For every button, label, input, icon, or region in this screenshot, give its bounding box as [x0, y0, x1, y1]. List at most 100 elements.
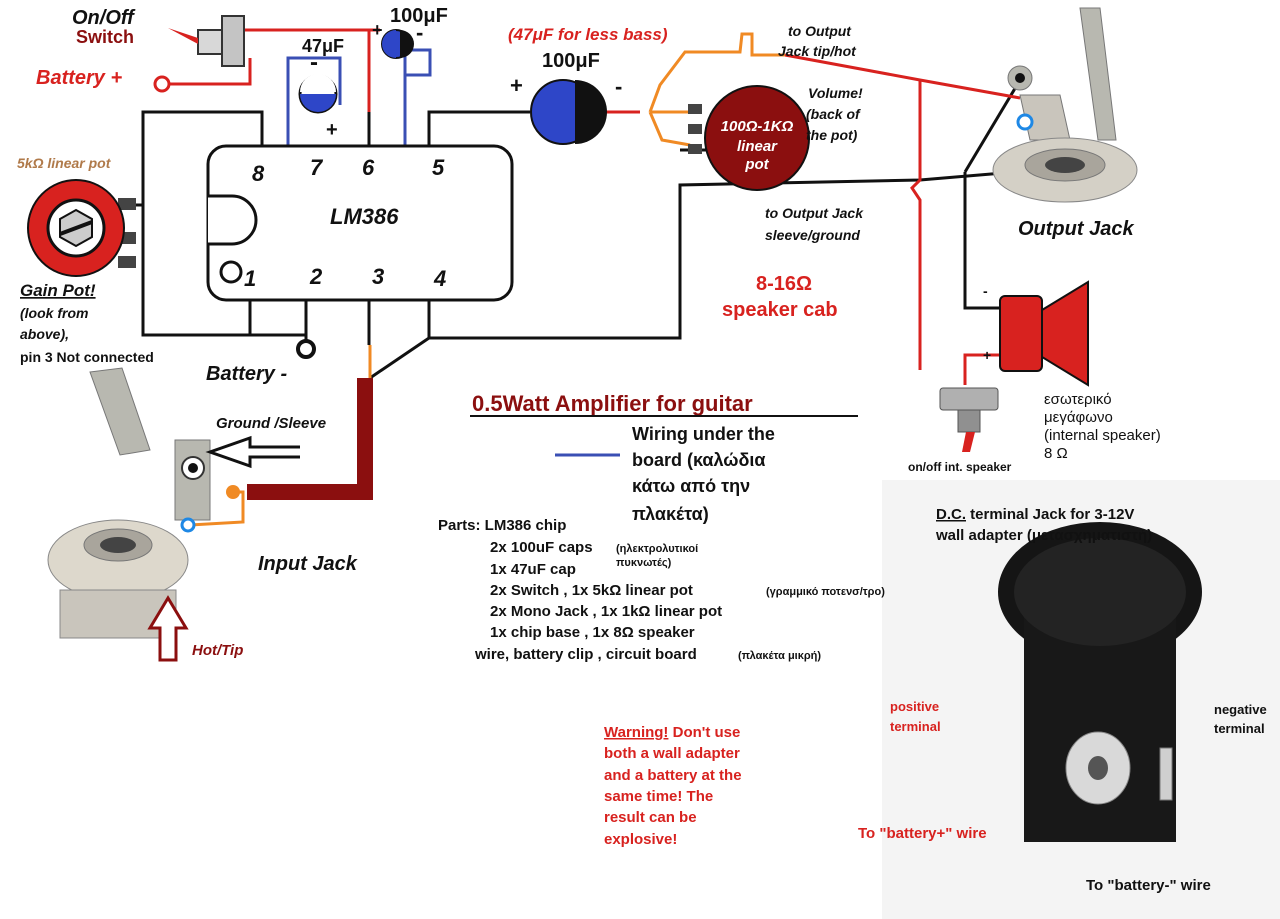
- power-switch: [153, 15, 245, 93]
- parts-line-2c: πυκνωτές): [616, 557, 672, 569]
- gain-pot-value: 5kΩ linear pot: [17, 155, 112, 171]
- warning-line-3: and a battery at the: [604, 767, 742, 784]
- switch-label-line1: On/Off: [72, 7, 136, 29]
- cap-out-minus: -: [615, 74, 622, 99]
- ground-sleeve-label: Ground /Sleeve: [216, 415, 326, 432]
- volume-note-2: (back of: [806, 106, 861, 122]
- output-sleeve-label-1: to Output Jack: [765, 205, 864, 221]
- positive-terminal-line1: positive: [890, 699, 939, 714]
- legend-line-1: Wiring under the: [632, 424, 775, 444]
- warning-line-1b: Don't use: [668, 724, 740, 741]
- cap-out-plus: +: [510, 73, 523, 98]
- internal-speaker-line2: μεγάφωνο: [1044, 409, 1113, 426]
- parts-line-4: 2x Switch , 1x 5kΩ linear pot: [490, 582, 693, 599]
- cap-top-label: 100μF: [390, 5, 448, 27]
- warning-line-4: same time! The: [604, 788, 713, 805]
- legend-line-3: κάτω από την: [632, 476, 750, 496]
- cap-top-minus: -: [416, 20, 423, 45]
- internal-speaker-line1: εσωτερικό: [1044, 391, 1112, 408]
- legend-line-4: πλακέτα): [632, 504, 709, 524]
- dc-jack-photo: [882, 480, 1280, 919]
- switch-label-line2: Switch: [76, 27, 134, 47]
- warning-line-1: Warning! Don't use: [604, 724, 740, 741]
- speaker-switch: [939, 387, 999, 452]
- lm386-chip: LM386 8 7 6 5 1 2 3 4: [206, 144, 514, 302]
- chip-name: LM386: [330, 204, 399, 229]
- pin-6: 6: [362, 155, 375, 180]
- input-ground-wire: [247, 378, 373, 500]
- speaker-switch-label: on/off int. speaker: [908, 460, 1012, 474]
- internal-speaker-line3: (internal speaker): [1044, 427, 1161, 444]
- positive-terminal-line2: terminal: [890, 719, 941, 734]
- volume-pot-line2: linear: [737, 138, 778, 155]
- output-sleeve-label-2: sleeve/ground: [765, 227, 860, 243]
- internal-speaker-line4: 8 Ω: [1044, 445, 1068, 462]
- dc-jack-title-line1: D.C. terminal Jack for 3-12V: [936, 506, 1134, 523]
- warning-heading: Warning!: [604, 724, 668, 741]
- parts-line-2: 2x 100uF caps: [490, 539, 593, 556]
- hot-tip-arrow: [147, 595, 189, 662]
- warning-line-2: both a wall adapter: [604, 745, 740, 762]
- output-jack-label: Output Jack: [1018, 218, 1134, 240]
- speaker-cab-ohms: 8-16Ω: [756, 273, 812, 295]
- battery-minus-label: Battery -: [206, 363, 287, 385]
- cap-out-alt-label: (47μF for less bass): [508, 25, 668, 44]
- output-jack: [992, 7, 1138, 203]
- to-battery-minus-label: To "battery-" wire: [1086, 877, 1211, 894]
- cap-out-label: 100μF: [542, 50, 600, 72]
- volume-pot-line3: pot: [744, 156, 769, 173]
- parts-line-7: wire, battery clip , circuit board: [474, 646, 697, 663]
- gain-pot-note-1: (look from: [20, 305, 88, 321]
- parts-line-5: 2x Mono Jack , 1x 1kΩ linear pot: [490, 603, 722, 620]
- output-tip-label-1: to Output: [788, 23, 852, 39]
- output-tip-label-2: Jack tip/hot: [778, 43, 857, 59]
- volume-pot-line1: 100Ω-1KΩ: [721, 118, 794, 135]
- volume-note-1: Volume!: [808, 85, 863, 101]
- volume-note-3: the pot): [806, 127, 858, 143]
- cap-47uf: - +: [298, 49, 338, 141]
- parts-line-4b: (γραμμικό ποτενσ/τρο): [766, 586, 885, 598]
- pin-3: 3: [372, 264, 384, 289]
- parts-line-1: Parts: LM386 chip: [438, 517, 566, 534]
- parts-line-6: 1x chip base , 1x 8Ω speaker: [490, 624, 695, 641]
- cap-47-plus: +: [326, 119, 338, 141]
- speaker-minus: -: [983, 283, 988, 299]
- internal-speaker: - +: [983, 280, 1089, 387]
- to-battery-plus-label: To "battery+" wire: [858, 825, 987, 842]
- pin-7: 7: [310, 155, 324, 180]
- input-jack-label: Input Jack: [258, 553, 358, 575]
- gain-pot-note-3: pin 3 Not connected: [20, 349, 154, 365]
- diagram-title: 0.5Watt Amplifier for guitar: [472, 391, 753, 416]
- warning-line-6: explosive!: [604, 831, 677, 848]
- dc-jack-title-rest: terminal Jack for 3-12V: [966, 506, 1134, 523]
- speaker-cab-label: speaker cab: [722, 299, 838, 321]
- cap-47-label: 47μF: [302, 36, 344, 56]
- speaker-plus: +: [983, 347, 991, 363]
- gain-pot-note-2: above),: [20, 326, 69, 342]
- parts-line-2b: (ηλεκτρολυτικοί: [616, 543, 698, 555]
- negative-terminal-line1: negative: [1214, 702, 1267, 717]
- negative-terminal-line2: terminal: [1214, 721, 1265, 736]
- parts-line-3: 1x 47uF cap: [490, 561, 576, 578]
- pin-8: 8: [252, 161, 265, 186]
- cap-47-minus: -: [310, 49, 318, 76]
- hot-tip-label: Hot/Tip: [192, 642, 243, 659]
- warning-line-5: result can be: [604, 809, 697, 826]
- gain-pot-title: Gain Pot!: [20, 281, 96, 300]
- cap-100uf-top: + -: [372, 20, 423, 59]
- battery-plus-label: Battery +: [36, 67, 122, 89]
- pin-4: 4: [433, 266, 446, 291]
- dc-jack-title-line2: wall adapter (μετασχηματιστή): [935, 527, 1152, 544]
- parts-line-7b: (πλακέτα μικρή): [738, 650, 821, 662]
- battery-minus-terminal: [296, 339, 316, 359]
- ground-sleeve-arrow: [205, 435, 300, 469]
- dc-jack-title-dc: D.C.: [936, 506, 966, 523]
- input-jack: [47, 367, 240, 639]
- pin-1: 1: [244, 266, 256, 291]
- volume-pot: 100Ω-1KΩ linear pot: [688, 85, 810, 191]
- cap-100uf-output: + -: [510, 73, 622, 145]
- cap-top-plus: +: [372, 20, 383, 40]
- legend-line-2: board (καλώδια: [632, 450, 765, 470]
- gain-pot: [27, 179, 136, 277]
